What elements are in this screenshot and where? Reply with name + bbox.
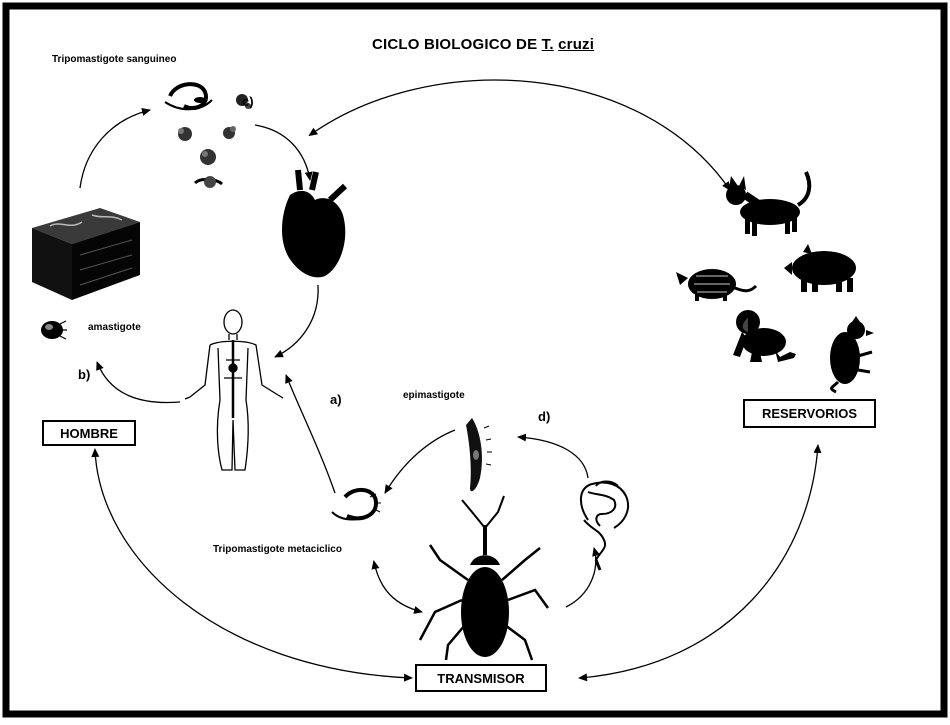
rat-icon [830, 316, 874, 392]
pig-icon [784, 244, 856, 292]
label-amastigote: amastigote [88, 323, 141, 333]
arrow-c-to-heart [255, 125, 310, 180]
arrow-heart-reservoirs [310, 80, 730, 190]
arrow-a-to-human [286, 375, 335, 493]
tissue-block-icon [32, 208, 140, 300]
arrow-transmisor-reservorios [580, 445, 818, 678]
arrow-d-to-epi [518, 437, 588, 478]
trypomastigote-sanguineo-icon [165, 84, 251, 188]
human-figure-icon [185, 310, 283, 470]
title-prefix: CICLO BIOLOGICO DE [372, 36, 537, 53]
title-genus: T. [542, 36, 554, 53]
label-step-d: d) [538, 410, 550, 423]
arrow-meta-bug [374, 562, 422, 612]
label-step-c: c) [242, 95, 254, 108]
label-tripo-sanguineo: Tripomastigote sanguineo [52, 55, 176, 65]
label-step-a: a) [330, 393, 342, 406]
label-epimastigote: epimastigote [403, 391, 465, 401]
cat-icon [726, 172, 809, 236]
intestine-icon [581, 482, 628, 571]
reservorios-box: RESERVORIOS [743, 399, 876, 428]
heart-icon [282, 170, 345, 277]
title-species: cruzi [558, 36, 594, 53]
monkey-icon [733, 310, 796, 362]
arrow-b-to-amastigote [97, 362, 180, 403]
arrow-tissue-to-sanguineo [80, 110, 150, 188]
trypomastigote-metaciclico-icon [332, 490, 381, 520]
triatomine-bug-icon [420, 496, 548, 660]
label-tripo-metaciclico: Tripomastigote metaciclico [213, 545, 342, 555]
epimastigote-icon [466, 418, 492, 491]
arrow-bug-to-intestine [566, 548, 596, 607]
arrow-epi-to-meta [385, 430, 455, 493]
hombre-box: HOMBRE [42, 420, 136, 446]
armadillo-icon [676, 269, 756, 301]
arrow-heart-to-human [275, 285, 318, 357]
label-step-b: b) [78, 368, 90, 381]
transmisor-box: TRANSMISOR [415, 664, 547, 692]
amastigote-icon [41, 321, 67, 339]
arrow-hombre-transmisor [95, 450, 412, 678]
diagram-title: CICLO BIOLOGICO DE T. cruzi [372, 36, 594, 53]
